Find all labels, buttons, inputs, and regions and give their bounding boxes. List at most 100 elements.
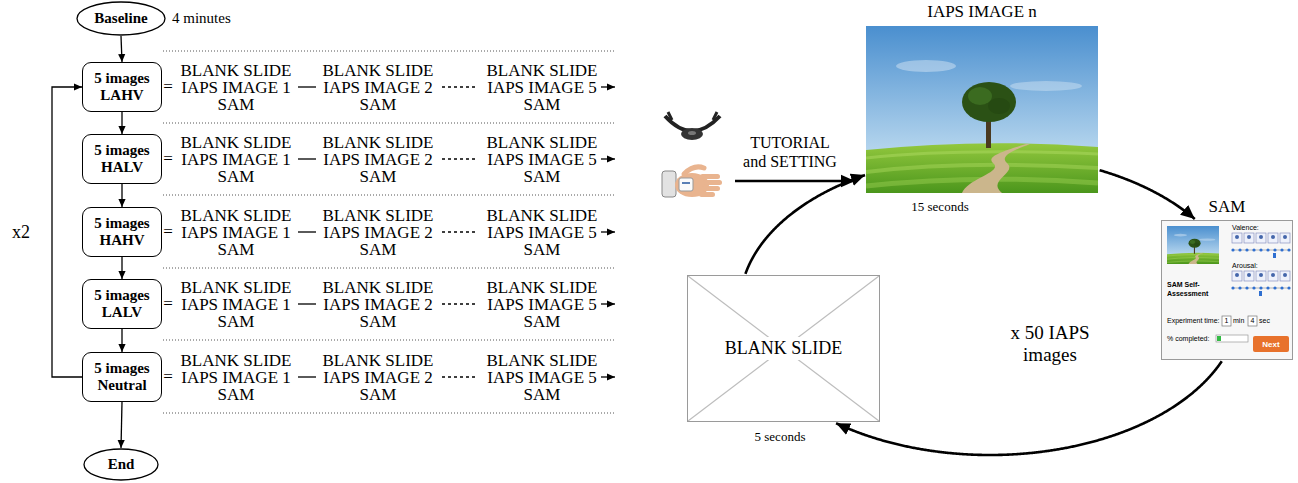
flow-arrow [121, 184, 122, 207]
wristband [662, 171, 676, 197]
block-box: 5 images LAHV [82, 62, 162, 112]
block-box: 5 images Neutral [82, 352, 162, 402]
screen-text: Valence: [1232, 223, 1259, 232]
manikin-box [1232, 233, 1242, 243]
repeat-note: x 50 IAPS images [1005, 322, 1095, 366]
block-box: 5 images LALV [82, 279, 162, 329]
edge-label: x2 [10, 221, 32, 243]
node-text: 5 images HAHV [83, 215, 161, 249]
step-stack: BLANK SLIDE IAPS IMAGE 5 SAM [480, 134, 605, 185]
scale-dots [1266, 286, 1269, 289]
scale-dots [1245, 248, 1248, 251]
scale-dots [1231, 286, 1234, 289]
landscape-picture [866, 26, 1098, 193]
dotted-line [163, 340, 615, 341]
dotted-line [163, 123, 615, 124]
blank-slide: BLANK SLIDE [687, 275, 880, 422]
node-text: 5 images LAHV [83, 70, 161, 104]
step-stack: BLANK SLIDE IAPS IMAGE 5 SAM [480, 279, 605, 330]
cycle-arrow [745, 175, 865, 274]
dashed-mark [442, 231, 478, 232]
screen-text: Arousal: [1232, 261, 1258, 270]
row-sequence-marks [298, 87, 615, 377]
row-arrow [601, 303, 615, 304]
dash-mark [298, 303, 316, 304]
dash-mark [298, 86, 316, 87]
strap-clip [668, 112, 672, 120]
manikin-box [1232, 271, 1242, 281]
duration-note: 4 minutes [172, 9, 231, 27]
valence-scale [1231, 233, 1290, 258]
finger [701, 186, 720, 191]
flow-arrow [121, 36, 122, 62]
step-stack: BLANK SLIDE IAPS IMAGE 5 SAM [480, 62, 605, 113]
dotted-line [163, 51, 615, 52]
panel-heading: IAPS IMAGE n [826, 2, 1138, 22]
manikin-head [1271, 235, 1275, 239]
step-stack: BLANK SLIDE IAPS IMAGE 2 SAM [316, 207, 441, 258]
step-stack: BLANK SLIDE IAPS IMAGE 2 SAM [316, 279, 441, 330]
step-stack: BLANK SLIDE IAPS IMAGE 1 SAM [174, 62, 299, 113]
scale-dots [1238, 248, 1241, 251]
screen-text: min [1233, 316, 1244, 326]
equals-sign: = [161, 367, 175, 387]
node-text: 5 images Neutral [83, 360, 161, 394]
manikin-box [1268, 271, 1278, 281]
finger [699, 192, 715, 197]
step-stack: BLANK SLIDE IAPS IMAGE 5 SAM [480, 207, 605, 258]
step-stack: BLANK SLIDE IAPS IMAGE 2 SAM [316, 134, 441, 185]
dashed-mark [442, 303, 478, 304]
scale-dots [1252, 286, 1255, 289]
sensor-detail [682, 182, 690, 184]
scale-dots [1252, 248, 1255, 251]
row-arrow [601, 376, 615, 377]
screen-text: Experiment time: [1167, 316, 1220, 326]
strap-clip [713, 112, 717, 120]
node-text: Next [1259, 340, 1282, 349]
scale-dots [1231, 248, 1290, 251]
sensor-light [688, 131, 696, 135]
equals-sign: = [161, 77, 175, 97]
row-arrow [601, 231, 615, 232]
manikin-box [1244, 233, 1254, 243]
landscape-picture [1167, 226, 1219, 264]
hand-sensor [662, 167, 722, 197]
screen-value: 4 [1248, 316, 1257, 326]
dash-mark [298, 158, 316, 159]
cycle-arrow [1100, 170, 1195, 219]
manikin-box [1280, 271, 1290, 281]
slider-marker [1259, 291, 1262, 296]
sam-screenshot [1161, 220, 1293, 360]
duration-note: 5 seconds [740, 429, 820, 444]
dash-mark [298, 231, 316, 232]
scale-dots [1238, 286, 1241, 289]
step-stack: BLANK SLIDE IAPS IMAGE 1 SAM [174, 134, 299, 185]
blank-slide-cross [688, 276, 879, 421]
dash-mark [298, 376, 316, 377]
iaps-picture [866, 26, 1098, 193]
manikin-head [1235, 273, 1239, 277]
dashed-mark [442, 158, 478, 159]
end-ellipse: End [83, 448, 159, 481]
duration-note: 15 seconds [895, 199, 985, 214]
input-box [1248, 316, 1257, 326]
flow-arrow [52, 87, 82, 377]
scale-dots [1287, 248, 1290, 251]
sensor-box [679, 178, 693, 191]
equals-sign: = [161, 149, 175, 169]
finger [702, 180, 722, 185]
thumbnail-picture [1167, 226, 1219, 264]
manikin-head [1247, 235, 1251, 239]
node-text: End [105, 456, 138, 473]
cycle-arrow [836, 361, 1222, 455]
progress-bar [1216, 335, 1248, 342]
arousal-scale [1231, 271, 1290, 296]
dotted-line [163, 268, 615, 269]
thumb [684, 167, 704, 174]
manikin-head [1283, 273, 1287, 277]
screen-value: 1 [1222, 316, 1231, 326]
ellipse-outline [84, 449, 158, 480]
block-box: 5 images HALV [82, 134, 162, 184]
step-stack: BLANK SLIDE IAPS IMAGE 2 SAM [316, 352, 441, 403]
